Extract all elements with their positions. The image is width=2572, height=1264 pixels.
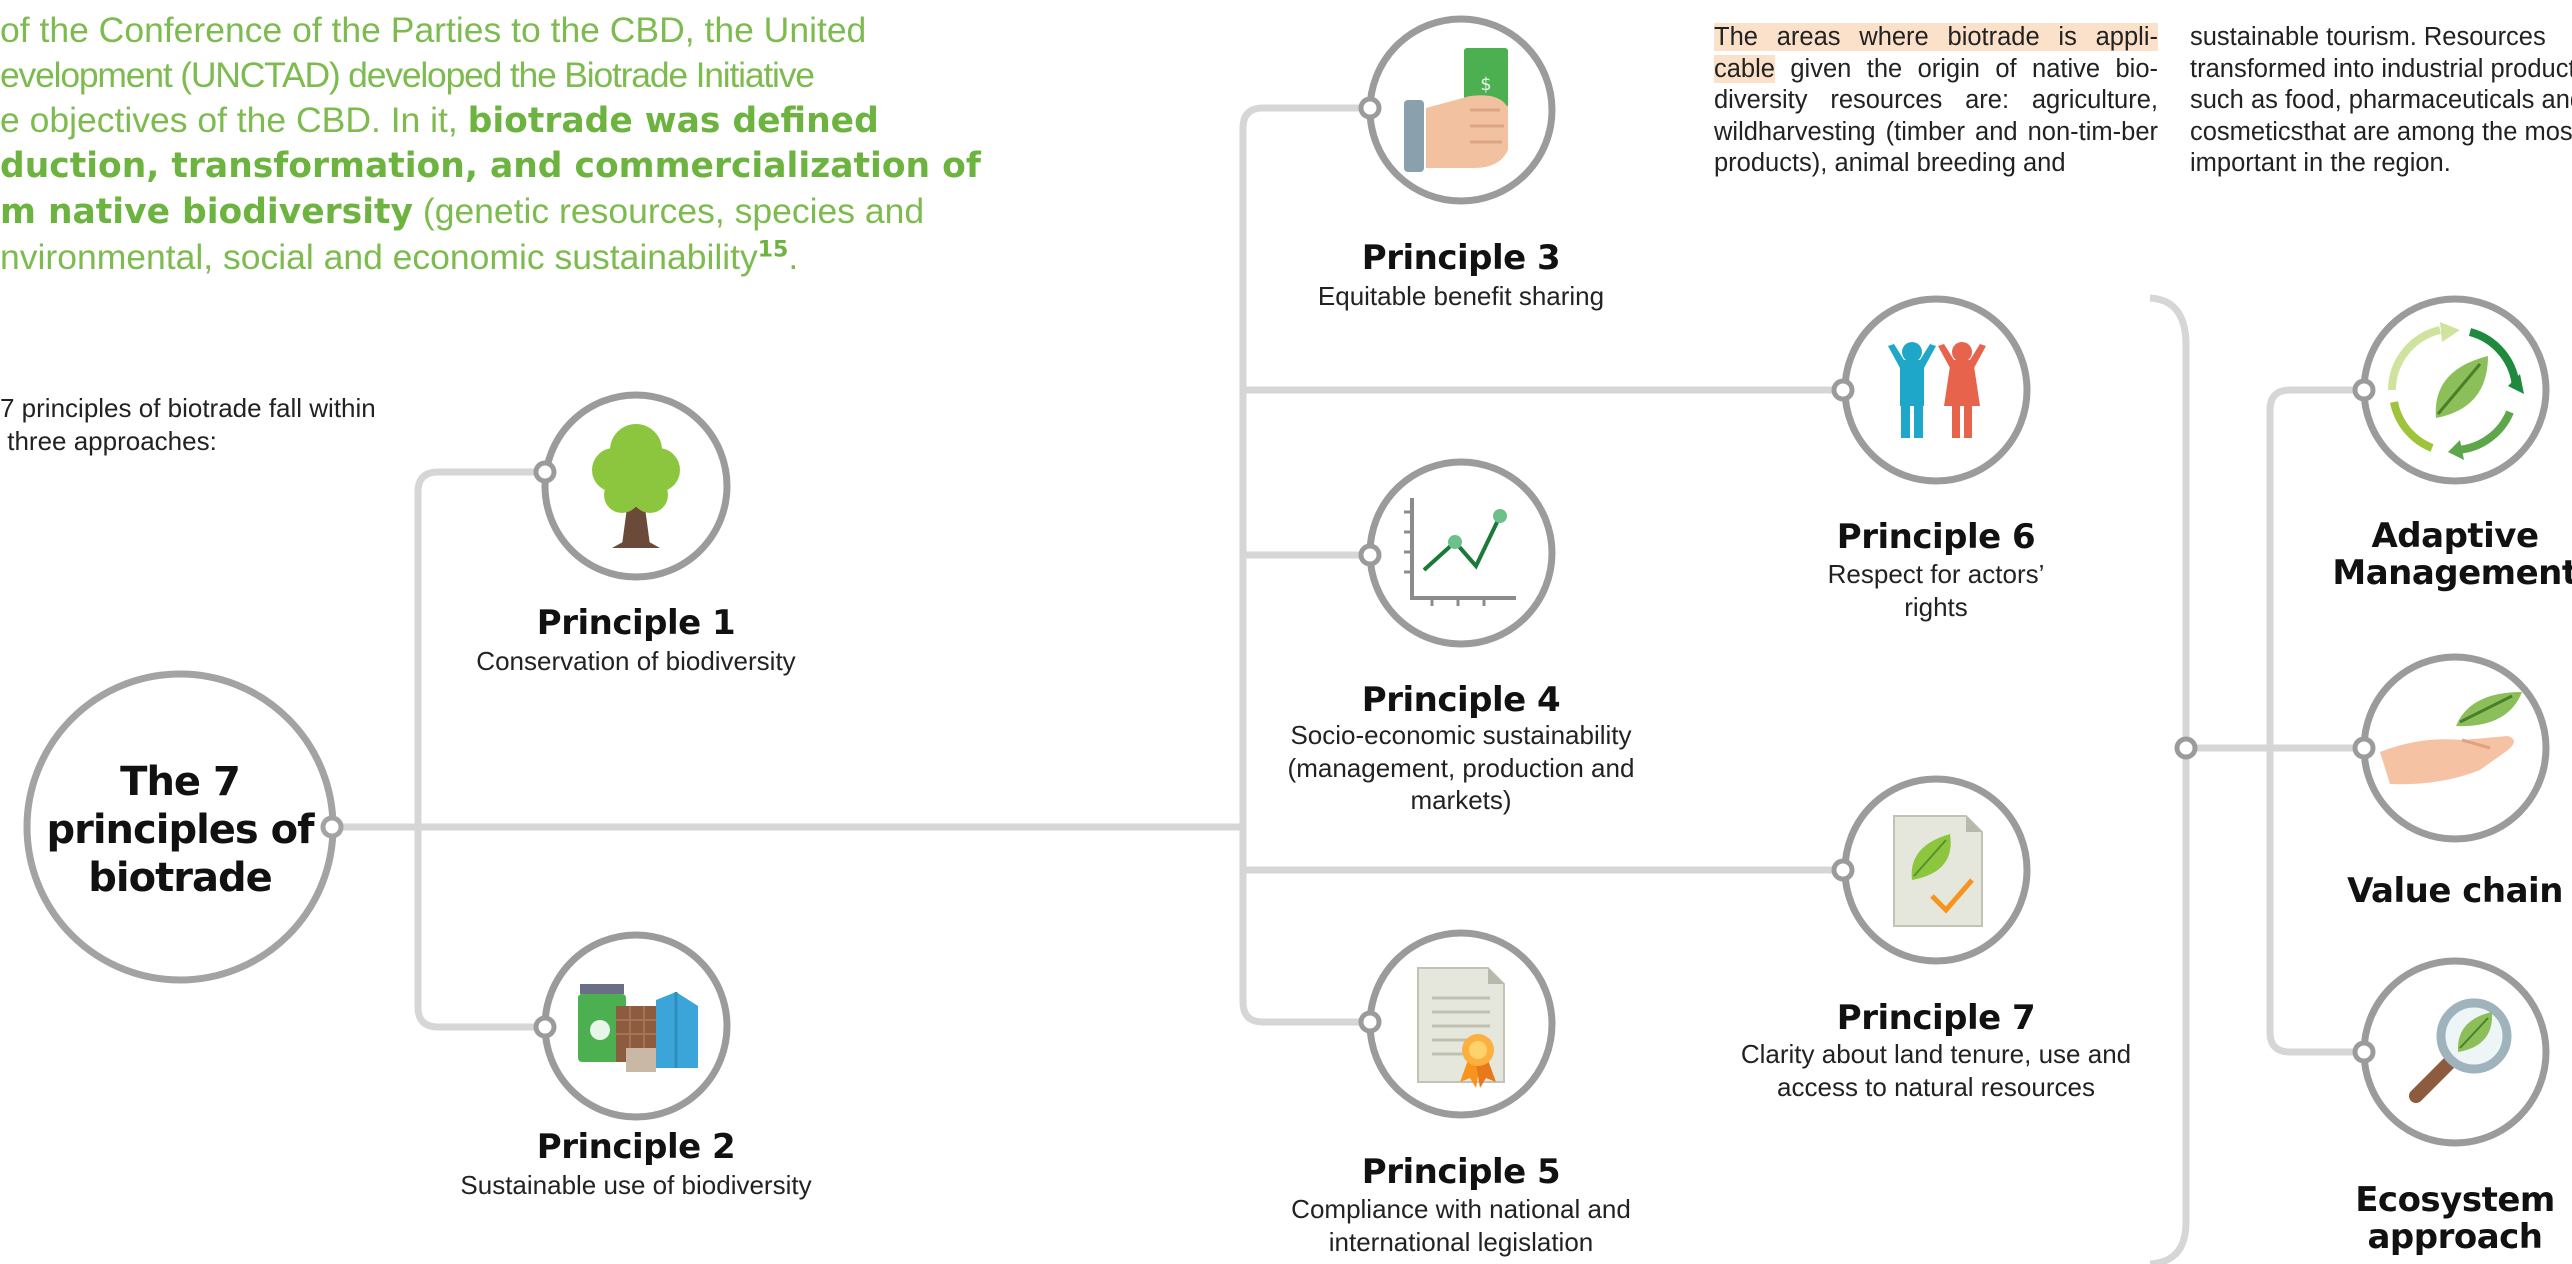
- hand-money-icon: $: [1404, 48, 1508, 172]
- svg-text:$: $: [1480, 74, 1491, 95]
- recycle-leaf-icon: [2388, 322, 2524, 460]
- approach-adaptive-management: Adaptive Management: [2332, 516, 2572, 593]
- center-title: The 7 principles of biotrade: [46, 759, 314, 901]
- principle-title: Principle 7: [1836, 998, 2036, 1038]
- principle-title: Principle 5: [1361, 1152, 1561, 1192]
- principle-desc: Respect for actors’ rights: [1827, 559, 2045, 622]
- principle-desc: Sustainable use of biodiversity: [460, 1170, 812, 1200]
- tourism-paragraph: sustainable tourism. Resources transform…: [2190, 23, 2572, 177]
- growth-chart-icon: [1404, 498, 1516, 606]
- principle-desc: Equitable benefit sharing: [1317, 281, 1605, 311]
- connector-dots: [533, 96, 2376, 1064]
- approach-value-chain: Value chain: [2347, 871, 2563, 911]
- lead-text: 7 principles of biotrade fall within thr…: [0, 393, 376, 456]
- products-icon: [578, 984, 698, 1072]
- intro-paragraph: of the Conference of the Parties to the …: [0, 8, 981, 281]
- hand-leaf-icon: [2380, 692, 2522, 785]
- intro-line-3: e objectives of the CBD. In it, biotrade…: [0, 99, 879, 141]
- tree-icon: [592, 424, 680, 548]
- principle-title: Principle 4: [1361, 680, 1561, 720]
- ring-p6: [1841, 295, 2031, 485]
- center-connector-dot: [320, 815, 344, 839]
- principle-title: Principle 6: [1836, 517, 2036, 557]
- connector-lines: [332, 104, 2362, 1264]
- areas-paragraph: The areas where biotrade is appli- cable…: [1714, 23, 2158, 177]
- intro-line-5: m native biodiversity (genetic resources…: [0, 191, 925, 233]
- principle-desc: Conservation of biodiversity: [476, 646, 796, 676]
- people-icon: [1888, 342, 1986, 438]
- intro-line-6: nvironmental, social and economic sustai…: [0, 236, 799, 277]
- certificate-icon: [1417, 967, 1505, 1088]
- principle-desc: Clarity about land tenure, use and acces…: [1740, 1039, 2132, 1102]
- ring-p4: [1366, 458, 1556, 648]
- principle-title: Principle 2: [536, 1127, 736, 1167]
- magnifier-leaf-icon: [2409, 998, 2512, 1103]
- principle-desc: Compliance with national and internation…: [1291, 1194, 1631, 1257]
- intro-line-4: duction, transformation, and commerciali…: [0, 146, 981, 187]
- approved-document-icon: [1893, 815, 1983, 927]
- principle-title: Principle 1: [536, 603, 736, 643]
- principle-desc: Socio-economic sustainability (managemen…: [1287, 720, 1635, 815]
- approach-ecosystem: Ecosystem approach: [2355, 1180, 2555, 1257]
- intro-line-2: evelopment (UNCTAD) developed the Biotra…: [0, 54, 815, 95]
- intro-line-1: of the Conference of the Parties to the …: [0, 10, 867, 50]
- principle-title: Principle 3: [1361, 238, 1561, 278]
